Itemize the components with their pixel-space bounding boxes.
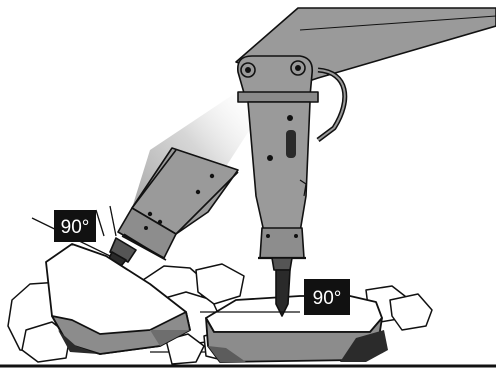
right-breaker-body xyxy=(248,102,310,232)
angle-label-right-text: 90° xyxy=(313,288,342,309)
left-breaker-ghost xyxy=(100,86,256,282)
right-breaker-band xyxy=(238,92,318,102)
right-breaker-port xyxy=(286,130,296,158)
right-rock xyxy=(206,296,388,362)
rock-far-right xyxy=(390,294,432,330)
angle-label-left-text: 90° xyxy=(61,217,90,238)
right-breaker-lower xyxy=(260,228,304,258)
angle-label-left: 90° xyxy=(54,210,96,242)
angle-label-right: 90° xyxy=(304,279,350,315)
right-breaker-collar xyxy=(272,258,292,270)
right-breaker xyxy=(236,8,496,316)
